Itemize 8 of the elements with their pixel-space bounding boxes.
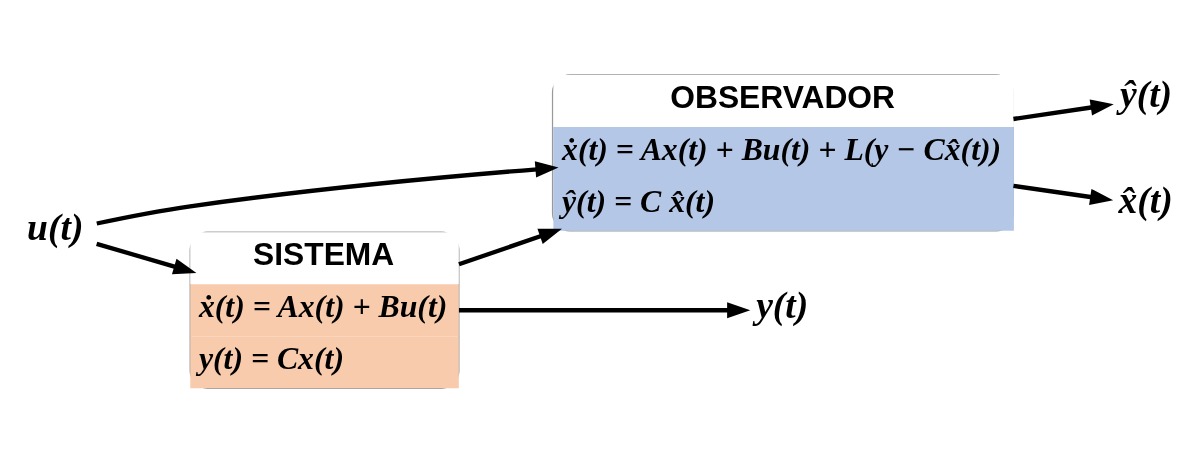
arrow	[1013, 183, 1114, 205]
arrow	[1013, 99, 1114, 122]
node-text: u(t)	[27, 206, 84, 248]
node-text: x̂(t)	[1118, 179, 1173, 221]
arrow	[458, 302, 751, 319]
arrow	[458, 228, 562, 267]
arrow	[96, 161, 559, 226]
arrow	[96, 241, 197, 275]
